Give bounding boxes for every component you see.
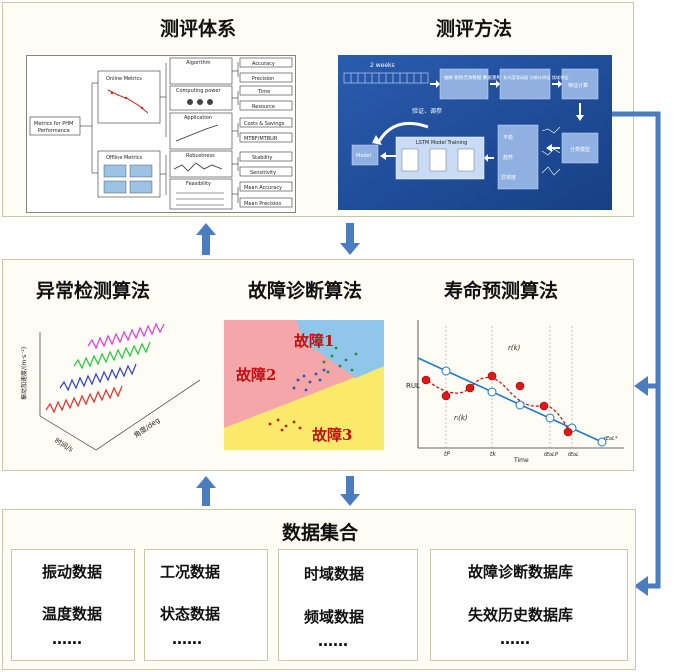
rul-tk: tk (490, 451, 496, 458)
more-data-1: …… (52, 630, 82, 648)
flow-step1: 抽样 剔除无效数据 数据重构 (444, 74, 501, 81)
fault-diagnosis-title: 故障诊断算法 (248, 280, 363, 302)
wf-ylabel: 角度/deg (132, 415, 161, 439)
flow-weeks: 2 weeks (370, 62, 395, 69)
arrow-down-bottom (340, 476, 360, 506)
rul-true-points (441, 366, 607, 447)
flow-arrows (380, 80, 584, 162)
eval-system-title: 测评体系 (160, 18, 237, 40)
tree-group-4: Feasibility (186, 181, 211, 187)
rul-teol: tEoL (568, 452, 579, 458)
flow-model: Model (356, 153, 371, 159)
rul-plot: RUL Time r(k) rᵢ(k) tP tk tEoLP tEoL tEo… (406, 320, 624, 464)
flow-lstm-label: LSTM Model Training (416, 140, 467, 146)
tree-metric-2: Time (257, 89, 270, 95)
anomaly-detection-title: 异常检测算法 (36, 280, 151, 302)
more-data-3: …… (318, 632, 348, 650)
scatter-points-red (268, 418, 302, 432)
data-group-3 (278, 549, 418, 661)
rul-tp: tP (444, 451, 450, 458)
flow-step2: 多尺度滑动窗 口统计特征 频域特征 (503, 74, 569, 81)
tree-metric-5: MTBF/MTBUR (244, 136, 278, 142)
flow-step4: 分类模型 (570, 146, 590, 153)
rul-xlabel: Time (513, 457, 529, 464)
metrics-tree-diagram: Metrics for PHM Performance Online Metri… (26, 55, 296, 213)
eval-method-title: 测评方法 (436, 18, 513, 40)
tree-metric-9: Mean Precision (244, 201, 282, 207)
status-data: 状态数据 (160, 605, 221, 623)
freq-domain-data: 频域数据 (304, 608, 365, 626)
tree-online: Online Metrics (106, 76, 142, 82)
flow-step3: 特征计算 (568, 82, 588, 89)
tree-metric-1: Precision (252, 76, 274, 82)
fault-diagnosis-db: 故障诊断数据库 (468, 563, 574, 581)
tree-metrics (232, 57, 293, 208)
tree-metric-7: Sensitivity (250, 170, 276, 176)
scatter-points-green (322, 346, 358, 374)
fault-1-label: 故障1 (294, 332, 334, 350)
data-group-4 (430, 549, 628, 661)
rul-pred-points (421, 371, 573, 437)
waterfall-plot: 振动加速度/(m·s⁻²) 时间/s 角度/deg (20, 322, 201, 454)
rul-teolp: tEoLP (544, 452, 558, 458)
rul-teolstar: tEoL* (604, 436, 618, 442)
rul-pred-curve (423, 376, 571, 435)
tree-offline: Offline Metrics (106, 155, 143, 161)
flow-feat1: 平稳 (503, 134, 513, 141)
tree-metric-3: Resource (252, 104, 275, 110)
fault-scatter-plot: 故障1 故障2 故障3 (224, 320, 384, 450)
rul-ri-label: rᵢ(k) (454, 414, 468, 422)
tree-metric-6: Stability (252, 155, 273, 161)
feedback-connector (612, 111, 661, 596)
wf-xlabel: 时间/s (53, 436, 75, 454)
rul-r-label: r(k) (508, 344, 521, 352)
dataset-title: 数据集合 (282, 522, 359, 544)
tree-root-line2: Performance (38, 128, 70, 134)
wf-zlabel: 振动加速度/(m·s⁻²) (20, 347, 28, 400)
rul-ylabel: RUL (406, 382, 420, 390)
flow-feat3: 异常度 (501, 174, 516, 181)
temperature-data: 温度数据 (42, 605, 103, 623)
operating-data: 工况数据 (160, 563, 221, 581)
tree-group-1: Computing power (176, 88, 221, 94)
fault-2-label: 故障2 (236, 366, 276, 384)
tree-metric-8: Mean Accuracy (244, 185, 282, 191)
failure-history-db: 失效历史数据库 (468, 606, 574, 624)
more-data-4: …… (500, 630, 530, 648)
scatter-points-blue (292, 368, 326, 392)
vibration-data: 振动数据 (42, 563, 103, 581)
waterfall-series (45, 322, 165, 414)
time-domain-data: 时域数据 (304, 565, 365, 583)
arrow-down-top (340, 223, 360, 255)
tree-group-0: Algorithm (186, 60, 211, 66)
method-flow-diagram: 2 weeks 抽样 剔除无效数据 数据重构 多尺度滑动窗 口统计特征 频域特征… (338, 55, 612, 210)
tree-metric-4: Costs & Savings (244, 121, 285, 127)
flow-verify: 验证、调参 (412, 107, 442, 115)
tree-metric-0: Accuracy (252, 61, 275, 67)
fault-3-label: 故障3 (312, 426, 352, 444)
data-group-2 (144, 549, 268, 661)
flow-timeline (343, 72, 429, 84)
more-data-2: …… (172, 630, 202, 648)
tree-groups: Algorithm Computing power Application Ro… (169, 57, 233, 210)
life-prediction-title: 寿命预测算法 (444, 280, 559, 302)
tree-group-2: Application (184, 115, 212, 121)
arrow-up-top (196, 223, 216, 255)
tree-root-line1: Metrics for PHM (34, 121, 73, 127)
tree-group-3: Robustness (186, 153, 215, 159)
data-group-1 (11, 549, 135, 661)
flow-feat2: 趋势 (503, 154, 513, 161)
flow-lstm-box: LSTM Model Training (395, 136, 485, 180)
arrow-up-bottom (196, 476, 216, 506)
